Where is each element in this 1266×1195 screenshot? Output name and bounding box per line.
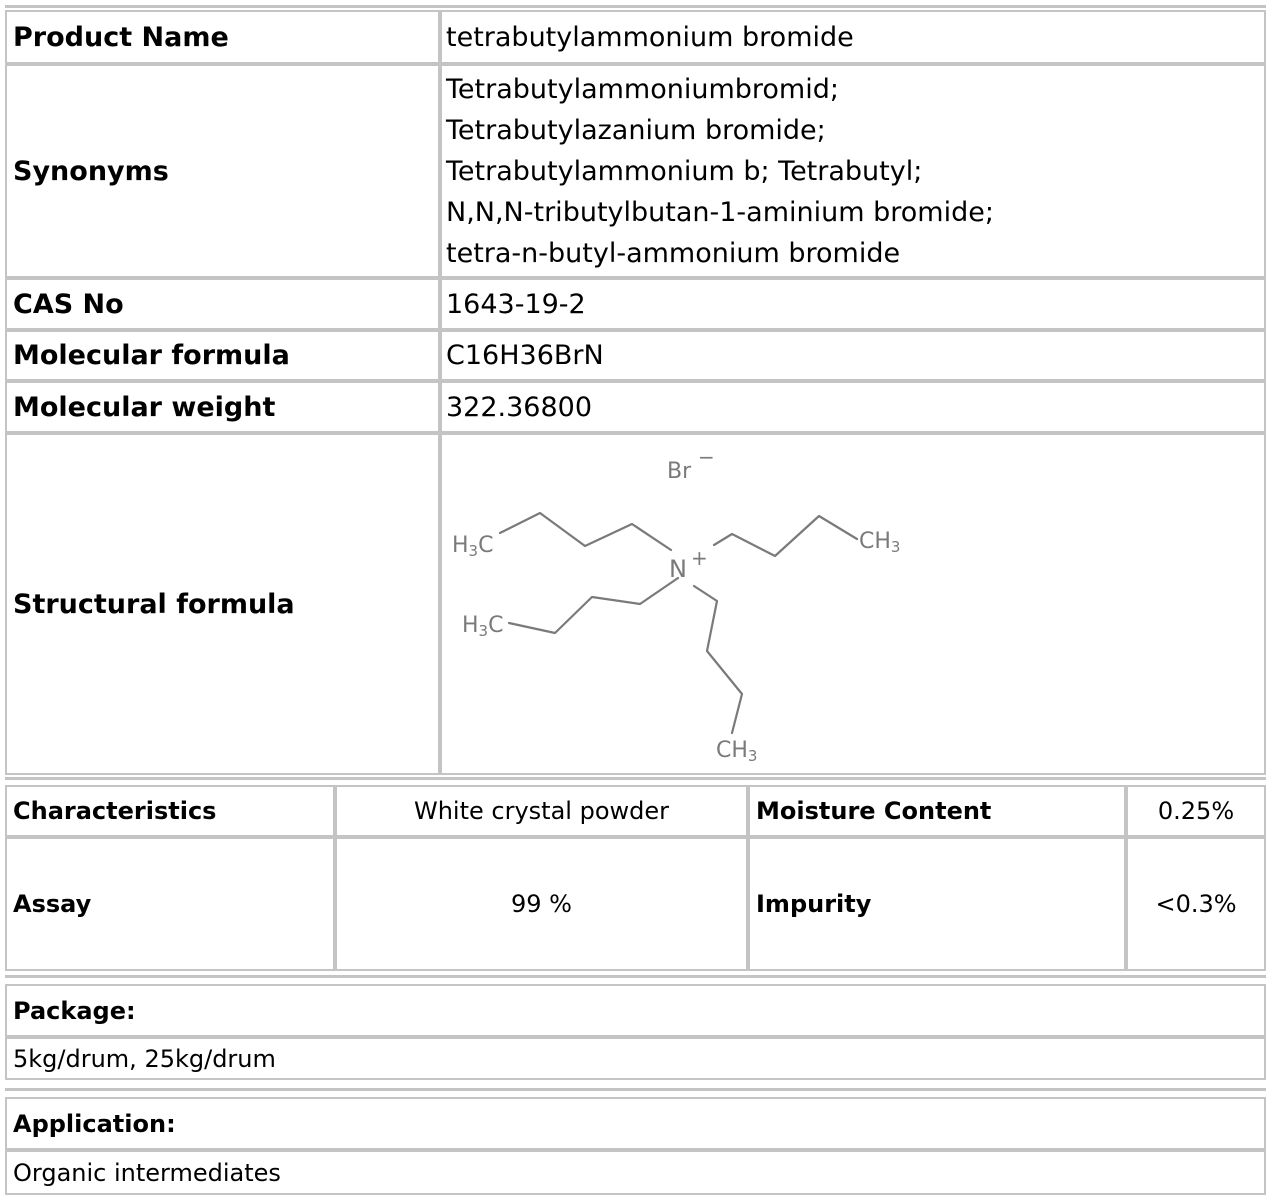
structural-formula-diagram: Br − N + H3C H3C CH3 CH3 [452, 445, 900, 765]
methyl-group-upper-left: H3C [452, 533, 493, 560]
table-row: CAS No 1643-19-2 [5, 278, 1266, 330]
nitrogen-charge: + [691, 546, 708, 570]
cas-value: 1643-19-2 [440, 278, 1266, 330]
application-label: Application: [5, 1097, 1266, 1150]
section-divider [5, 1088, 1266, 1091]
table-row: Molecular formula C16H36BrN [5, 330, 1266, 381]
package-table: Package: 5kg/drum, 25kg/drum [5, 984, 1266, 1080]
butyl-chain-lower-right [692, 584, 744, 735]
table-row: Molecular weight 322.36800 [5, 381, 1266, 433]
table-row: Structural formula Br − N + H3C H3C CH3 … [5, 433, 1266, 775]
product-name-value: tetrabutylammonium bromide [440, 10, 1266, 64]
butyl-chain-lower-left [507, 576, 680, 635]
methyl-group-lower-left: H3C [462, 613, 503, 640]
table-row: 5kg/drum, 25kg/drum [5, 1037, 1266, 1080]
molecular-weight-value: 322.36800 [440, 381, 1266, 433]
synonym-line: Tetrabutylazanium bromide; [446, 115, 826, 146]
bromide-symbol: Br [667, 459, 692, 484]
synonym-line: N,N,N-tributylbutan-1-aminium bromide; [446, 197, 994, 228]
butyl-chain-upper-right [712, 514, 859, 558]
synonyms-value: Tetrabutylammoniumbromid; Tetrabutylazan… [440, 64, 1266, 278]
assay-value: 99 % [335, 837, 748, 971]
characteristics-label: Characteristics [5, 785, 335, 837]
table-row: Assay 99 % Impurity <0.3% [5, 837, 1266, 971]
synonym-line: Tetrabutylammoniumbromid; [446, 74, 839, 105]
butyl-chain-upper-left [498, 511, 673, 552]
product-info-table: Product Name tetrabutylammonium bromide … [5, 10, 1266, 775]
synonym-line: Tetrabutylammonium b; Tetrabutyl; [446, 156, 923, 187]
methyl-group-right: CH3 [859, 529, 900, 556]
package-label: Package: [5, 984, 1266, 1037]
structural-formula-cell: Br − N + H3C H3C CH3 CH3 [440, 433, 1266, 775]
table-row: Synonyms Tetrabutylammoniumbromid; Tetra… [5, 64, 1266, 278]
cas-label: CAS No [5, 278, 440, 330]
table-row: Product Name tetrabutylammonium bromide [5, 10, 1266, 64]
section-divider [5, 975, 1266, 978]
molecular-formula-label: Molecular formula [5, 330, 440, 381]
table-row: Organic intermediates [5, 1150, 1266, 1195]
moisture-value: 0.25% [1126, 785, 1266, 837]
specifications-table: Characteristics White crystal powder Moi… [5, 785, 1266, 971]
molecular-weight-label: Molecular weight [5, 381, 440, 433]
characteristics-value: White crystal powder [335, 785, 748, 837]
table-row: Package: [5, 984, 1266, 1037]
application-value: Organic intermediates [5, 1150, 1266, 1195]
structural-formula-label: Structural formula [5, 433, 440, 775]
moisture-label: Moisture Content [748, 785, 1126, 837]
synonym-line: tetra-n-butyl-ammonium bromide [446, 238, 901, 269]
section-divider [5, 777, 1266, 780]
application-table: Application: Organic intermediates [5, 1097, 1266, 1195]
bromide-charge: − [698, 445, 715, 469]
synonyms-label: Synonyms [5, 64, 440, 278]
methyl-group-bottom: CH3 [716, 738, 757, 765]
top-divider [5, 5, 1266, 8]
molecular-formula-value: C16H36BrN [440, 330, 1266, 381]
impurity-value: <0.3% [1126, 837, 1266, 971]
product-name-label: Product Name [5, 10, 440, 64]
assay-label: Assay [5, 837, 335, 971]
nitrogen-symbol: N [669, 555, 687, 583]
table-row: Characteristics White crystal powder Moi… [5, 785, 1266, 837]
table-row: Application: [5, 1097, 1266, 1150]
package-value: 5kg/drum, 25kg/drum [5, 1037, 1266, 1080]
impurity-label: Impurity [748, 837, 1126, 971]
